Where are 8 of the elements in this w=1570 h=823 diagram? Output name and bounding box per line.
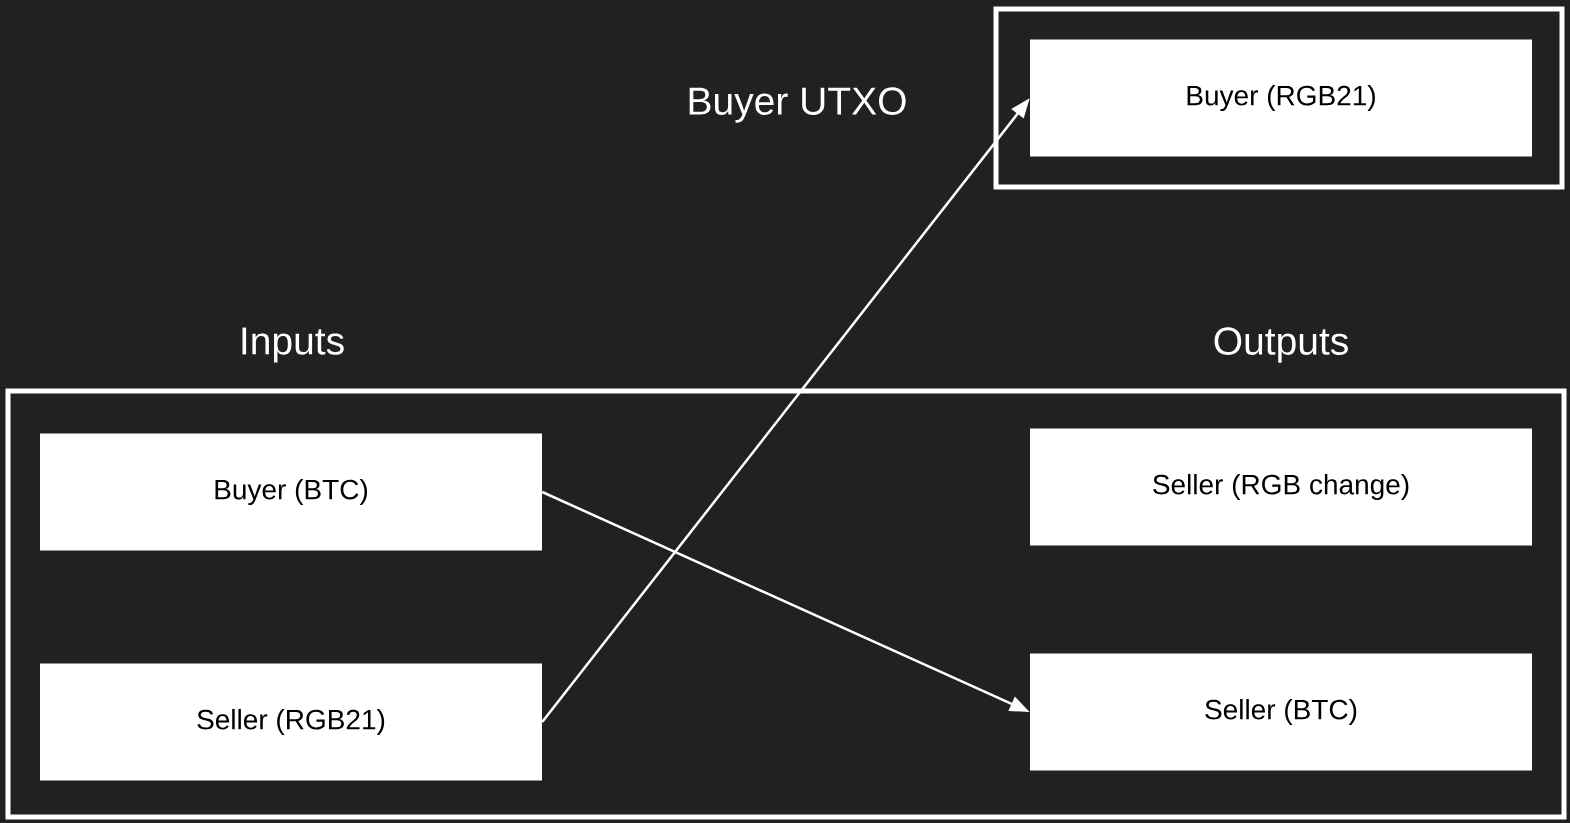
process-box: Seller (RGB21) <box>40 663 542 781</box>
group-heading: Outputs <box>1214 327 1348 363</box>
group-heading: Buyer UTXO <box>689 87 906 123</box>
group-heading: Inputs <box>242 327 344 363</box>
process-box: Buyer (BTC) <box>40 433 542 551</box>
process-box: Buyer (RGB21) <box>1030 39 1532 157</box>
process-box: Seller (RGB change) <box>1030 428 1532 546</box>
process-box: Seller (BTC) <box>1030 653 1532 771</box>
